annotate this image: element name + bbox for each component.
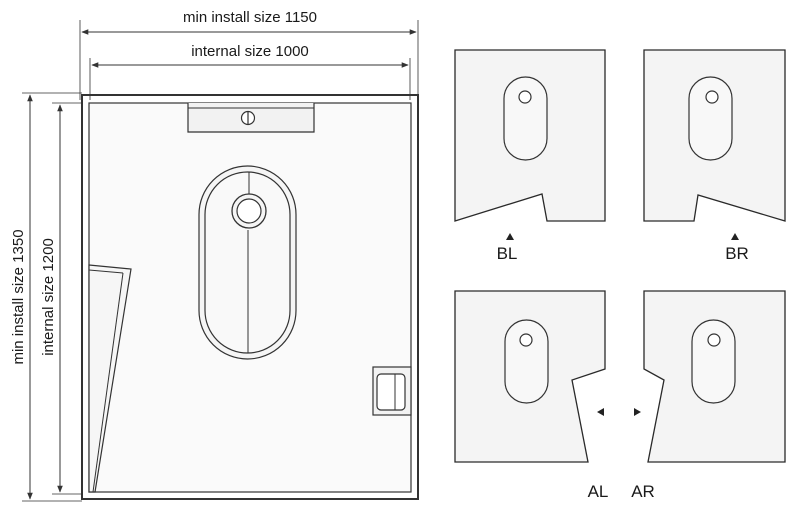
variant-ar: AR	[631, 290, 786, 501]
squat-pan	[198, 165, 297, 360]
door-direction-icon	[634, 408, 641, 416]
drain-inner-icon	[236, 198, 262, 224]
drain-icon	[707, 333, 721, 347]
depth-dimensions: min install size 1350 internal size 1200	[10, 92, 82, 502]
drain-icon	[518, 90, 532, 104]
variant-br-label: BR	[725, 244, 749, 263]
drain-icon	[519, 333, 533, 347]
door-direction-icon	[597, 408, 604, 416]
flush-panel	[187, 103, 315, 133]
min-install-width-label: min install size 1150	[183, 9, 317, 26]
variant-al: AL	[454, 290, 609, 501]
toilet-roll-holder	[372, 366, 412, 416]
door-swing	[88, 264, 132, 493]
variant-bl-label: BL	[497, 244, 518, 263]
main-plan-view	[81, 94, 419, 500]
width-dimensions: min install size 1150 internal size 1000	[79, 9, 419, 100]
internal-depth-label: internal size 1200	[40, 238, 57, 356]
drain-icon	[705, 90, 719, 104]
min-install-depth-label: min install size 1350	[10, 229, 27, 364]
variant-al-label: AL	[588, 482, 609, 501]
variant-bl: BL	[454, 49, 606, 263]
variant-br: BR	[643, 49, 786, 263]
outer-cubicle-wall	[81, 94, 419, 500]
door-direction-icon	[506, 233, 514, 240]
variant-ar-label: AR	[631, 482, 655, 501]
door-direction-icon	[731, 233, 739, 240]
internal-width-label: internal size 1000	[191, 43, 309, 60]
